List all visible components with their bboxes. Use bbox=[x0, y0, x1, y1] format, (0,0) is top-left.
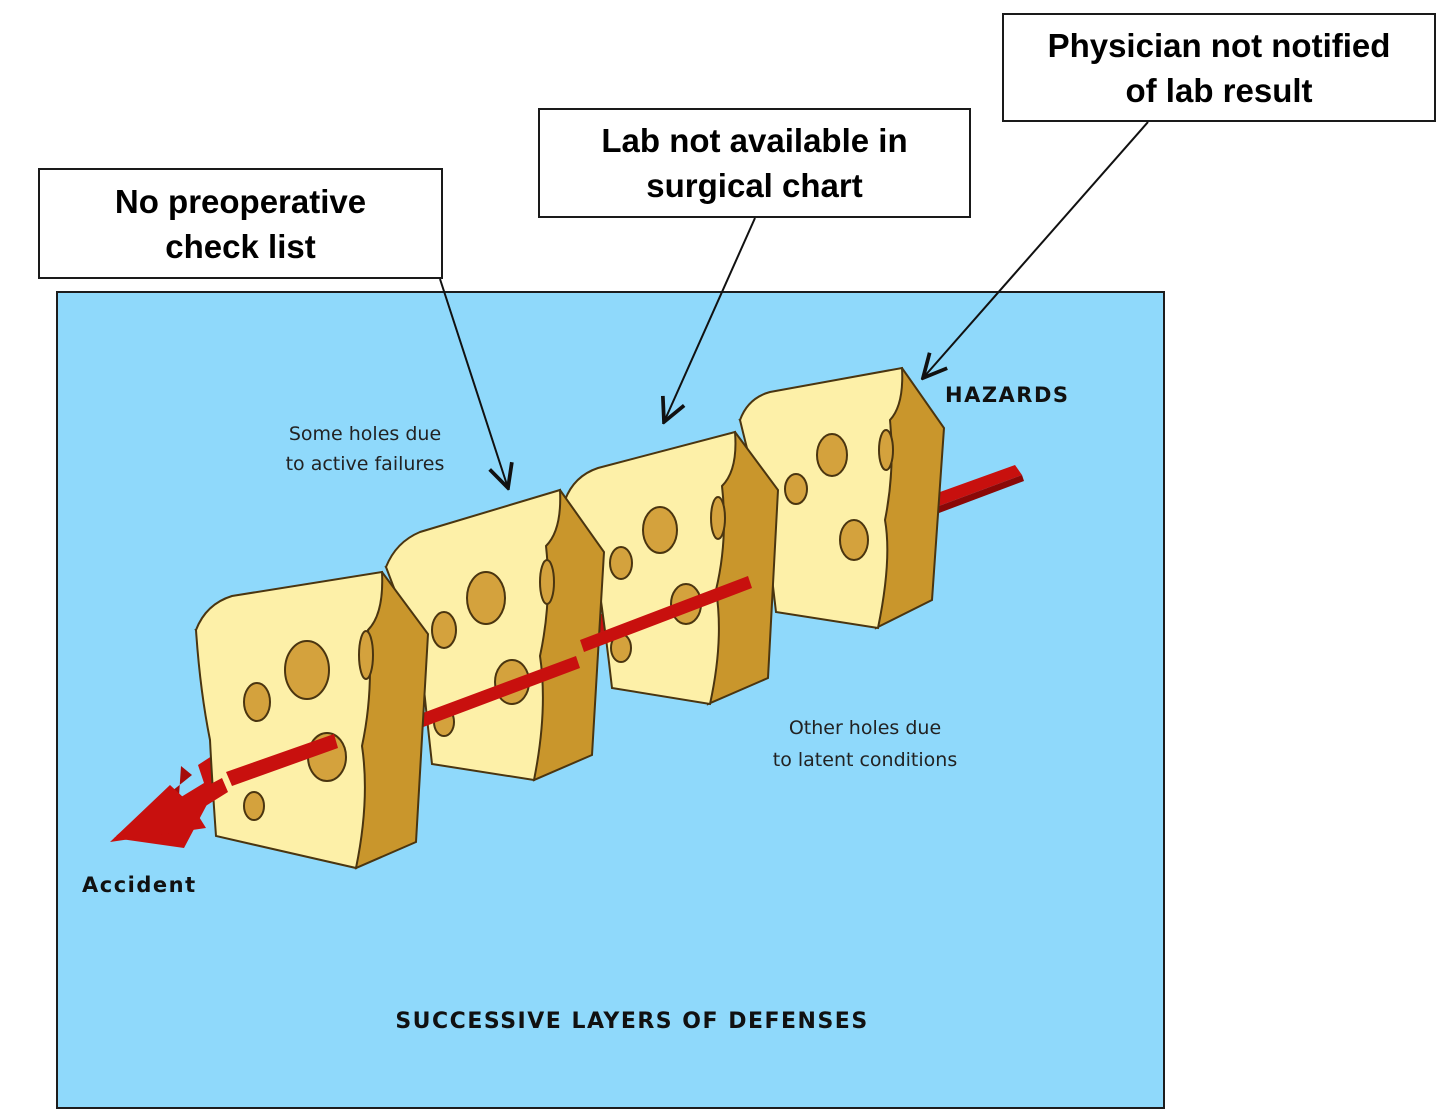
active-failures-note-line1: Some holes due bbox=[289, 423, 441, 445]
diagram-caption: SUCCESSIVE LAYERS OF DEFENSES bbox=[395, 1009, 868, 1034]
hazards-label: HAZARDS bbox=[945, 383, 1070, 407]
cheese-slice-1 bbox=[196, 572, 428, 868]
latent-conditions-note-line2: to latent conditions bbox=[773, 749, 957, 771]
pointer-arrow-3 bbox=[923, 122, 1148, 378]
pointer-arrow-2 bbox=[664, 218, 755, 422]
latent-conditions-note-line1: Other holes due bbox=[789, 717, 941, 739]
accident-label: Accident bbox=[82, 873, 197, 897]
active-failures-note-line2: to active failures bbox=[286, 453, 445, 475]
pointer-arrow-1 bbox=[440, 279, 508, 488]
